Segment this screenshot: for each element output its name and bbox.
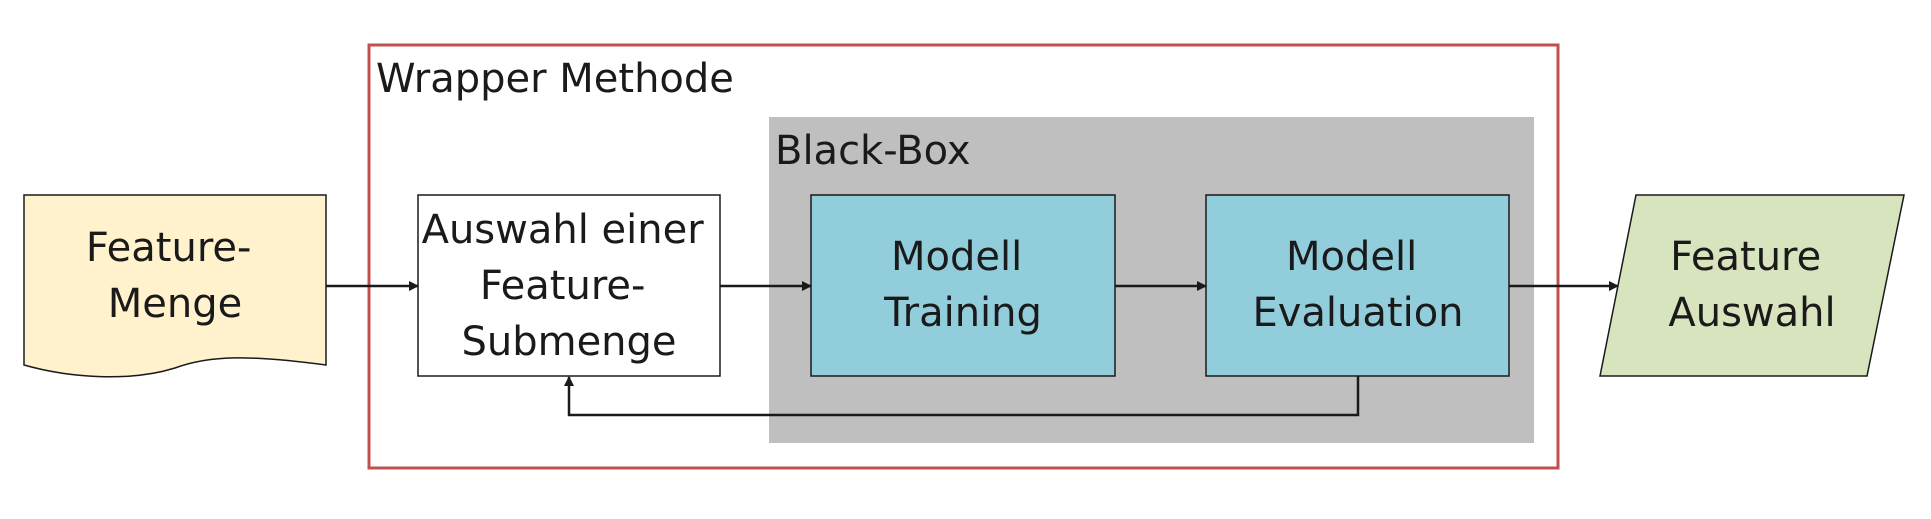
wrapper-frame	[367, 43, 1560, 470]
blackbox-title: Black-Box	[775, 128, 971, 174]
arrow-feedback-loop	[564, 376, 1360, 417]
feature-selection-label: Feature Auswahl	[1668, 234, 1835, 336]
model-training-label: Modell Training	[883, 234, 1042, 336]
subset-selection-box	[417, 194, 721, 377]
feature-set-label: Feature- Menge	[86, 225, 264, 327]
model-evaluation-label: Modell Evaluation	[1252, 234, 1463, 336]
feature-selection-output	[1599, 194, 1905, 377]
subset-selection-label: Auswahl einer Feature- Submenge	[422, 207, 717, 365]
feature-set-document	[23, 194, 327, 378]
model-training-box	[810, 194, 1116, 377]
wrapper-title: Wrapper Methode	[376, 56, 734, 102]
model-evaluation-box	[1205, 194, 1510, 377]
